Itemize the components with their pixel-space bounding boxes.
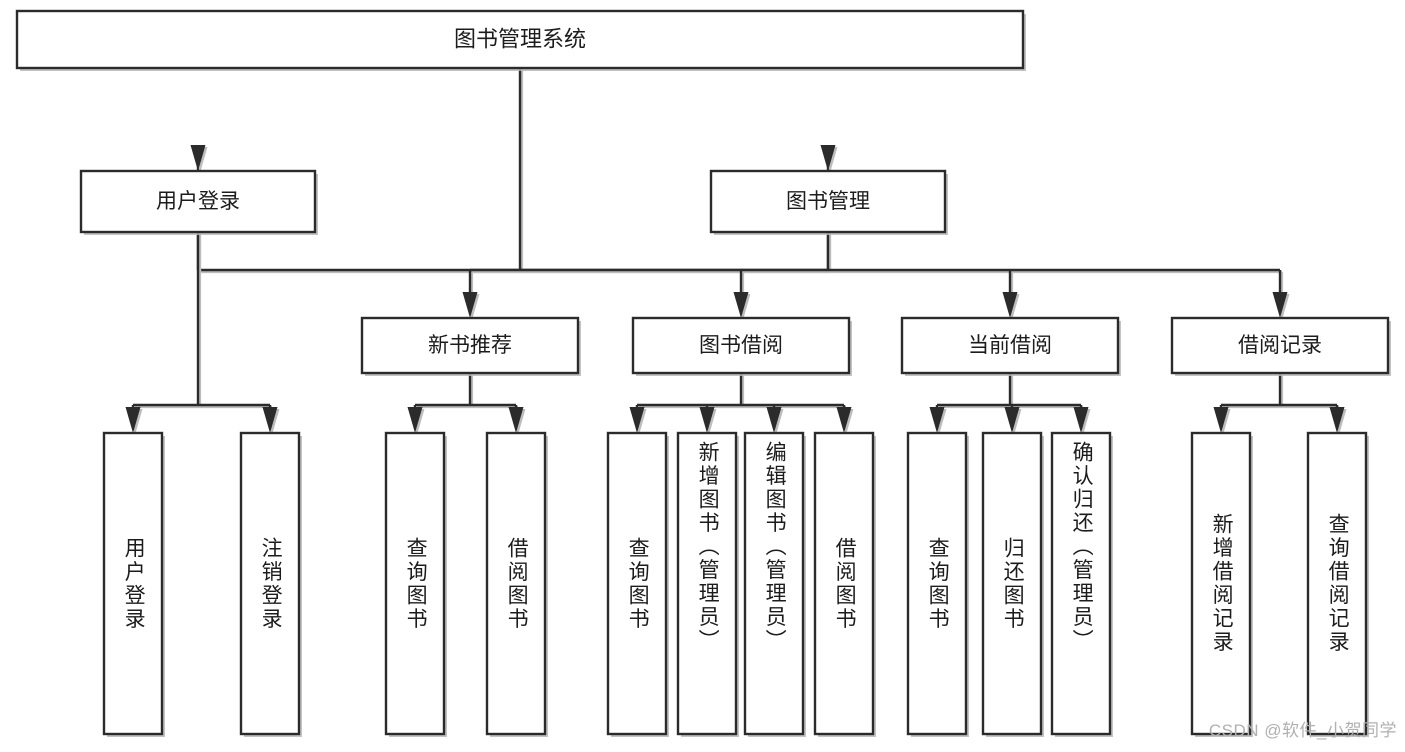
- node-leaf-user-login[interactable]: [102, 431, 165, 737]
- arrow-head-icon: [508, 407, 524, 433]
- node-leaf-borrow-book-recommend[interactable]: [485, 431, 548, 737]
- node-leaf-add-book[interactable]: [676, 431, 739, 737]
- watermark-label: CSDN @软件_小贺同学: [1208, 721, 1397, 740]
- node-box[interactable]: [102, 431, 164, 736]
- node-leaf-confirm-return[interactable]: [1050, 431, 1113, 737]
- node-leaf-borrow-book[interactable]: [813, 431, 876, 737]
- node-box[interactable]: [384, 431, 446, 736]
- node-user-login[interactable]: 用户登录: [79, 169, 318, 235]
- node-box[interactable]: [1170, 316, 1390, 375]
- node-box[interactable]: [1190, 431, 1252, 736]
- arrow-head-icon: [629, 407, 645, 433]
- node-leaf-query-book-borrow[interactable]: [606, 431, 669, 737]
- node-box[interactable]: [906, 431, 968, 736]
- arrow-head-icon: [125, 407, 141, 433]
- node-leaf-add-borrow-record[interactable]: [1190, 431, 1253, 737]
- node-box[interactable]: [1050, 431, 1112, 736]
- node-leaf-logout[interactable]: [239, 431, 302, 737]
- node-label: 图书管理: [786, 190, 870, 213]
- node-box[interactable]: [15, 9, 1025, 70]
- node-leaf-edit-book[interactable]: [743, 431, 806, 737]
- node-label: 图书借阅: [699, 334, 783, 357]
- arrow-head-icon: [699, 407, 715, 433]
- node-box[interactable]: [606, 431, 668, 736]
- node-box[interactable]: [1306, 431, 1368, 736]
- arrow-head-icon: [820, 145, 836, 171]
- arrow-head-icon: [1002, 292, 1018, 318]
- node-box[interactable]: [485, 431, 547, 736]
- node-box[interactable]: [813, 431, 875, 736]
- node-leaf-query-borrow-record[interactable]: [1306, 431, 1369, 737]
- node-leaf-query-book-recommend[interactable]: [384, 431, 447, 737]
- arrow-head-icon: [190, 145, 206, 171]
- node-borrow-records[interactable]: 借阅记录: [1170, 316, 1391, 376]
- node-box[interactable]: [709, 169, 947, 234]
- node-box[interactable]: [676, 431, 738, 736]
- node-box[interactable]: [631, 316, 851, 375]
- arrow-head-icon: [262, 407, 278, 433]
- arrow-head-icon: [1073, 407, 1089, 433]
- node-current-borrow[interactable]: 当前借阅: [900, 316, 1121, 376]
- connector-group-recommend-to-leaves: [407, 373, 526, 435]
- node-label: 新书推荐: [428, 334, 512, 357]
- connector-group-borrow-to-leaves: [629, 373, 854, 435]
- node-box[interactable]: [981, 431, 1043, 736]
- arrow-head-icon: [1213, 407, 1229, 433]
- node-root[interactable]: 图书管理系统: [15, 9, 1026, 71]
- connector-group-records-to-leaves: [1213, 373, 1347, 435]
- node-label: 图书管理系统: [454, 26, 586, 51]
- node-leaf-query-book-current[interactable]: [906, 431, 969, 737]
- node-label: 当前借阅: [968, 334, 1052, 357]
- arrow-head-icon: [462, 292, 478, 318]
- arrow-head-icon: [766, 407, 782, 433]
- arrow-head-icon: [733, 292, 749, 318]
- node-box[interactable]: [360, 316, 580, 375]
- node-box[interactable]: [743, 431, 805, 736]
- arrow-head-icon: [1329, 407, 1345, 433]
- arrow-head-icon: [1004, 407, 1020, 433]
- arrow-head-icon: [1272, 292, 1288, 318]
- connector-group-userlogin-to-leaves: [125, 232, 280, 435]
- node-label: 借阅记录: [1238, 334, 1322, 357]
- node-book-borrow[interactable]: 图书借阅: [631, 316, 852, 376]
- node-box[interactable]: [900, 316, 1120, 375]
- node-box[interactable]: [239, 431, 301, 736]
- node-box[interactable]: [79, 169, 317, 234]
- connector-layer: [125, 68, 1347, 435]
- arrow-head-icon: [929, 407, 945, 433]
- arrow-head-icon: [836, 407, 852, 433]
- node-label: 用户登录: [156, 190, 240, 213]
- node-new-book-recommend[interactable]: 新书推荐: [360, 316, 581, 376]
- node-book-management[interactable]: 图书管理: [709, 169, 948, 235]
- connector-group-bookmgmt-to-level3: [462, 232, 1290, 320]
- node-leaf-return-book[interactable]: [981, 431, 1044, 737]
- connector-group-current-to-leaves: [929, 373, 1091, 435]
- arrow-head-icon: [407, 407, 423, 433]
